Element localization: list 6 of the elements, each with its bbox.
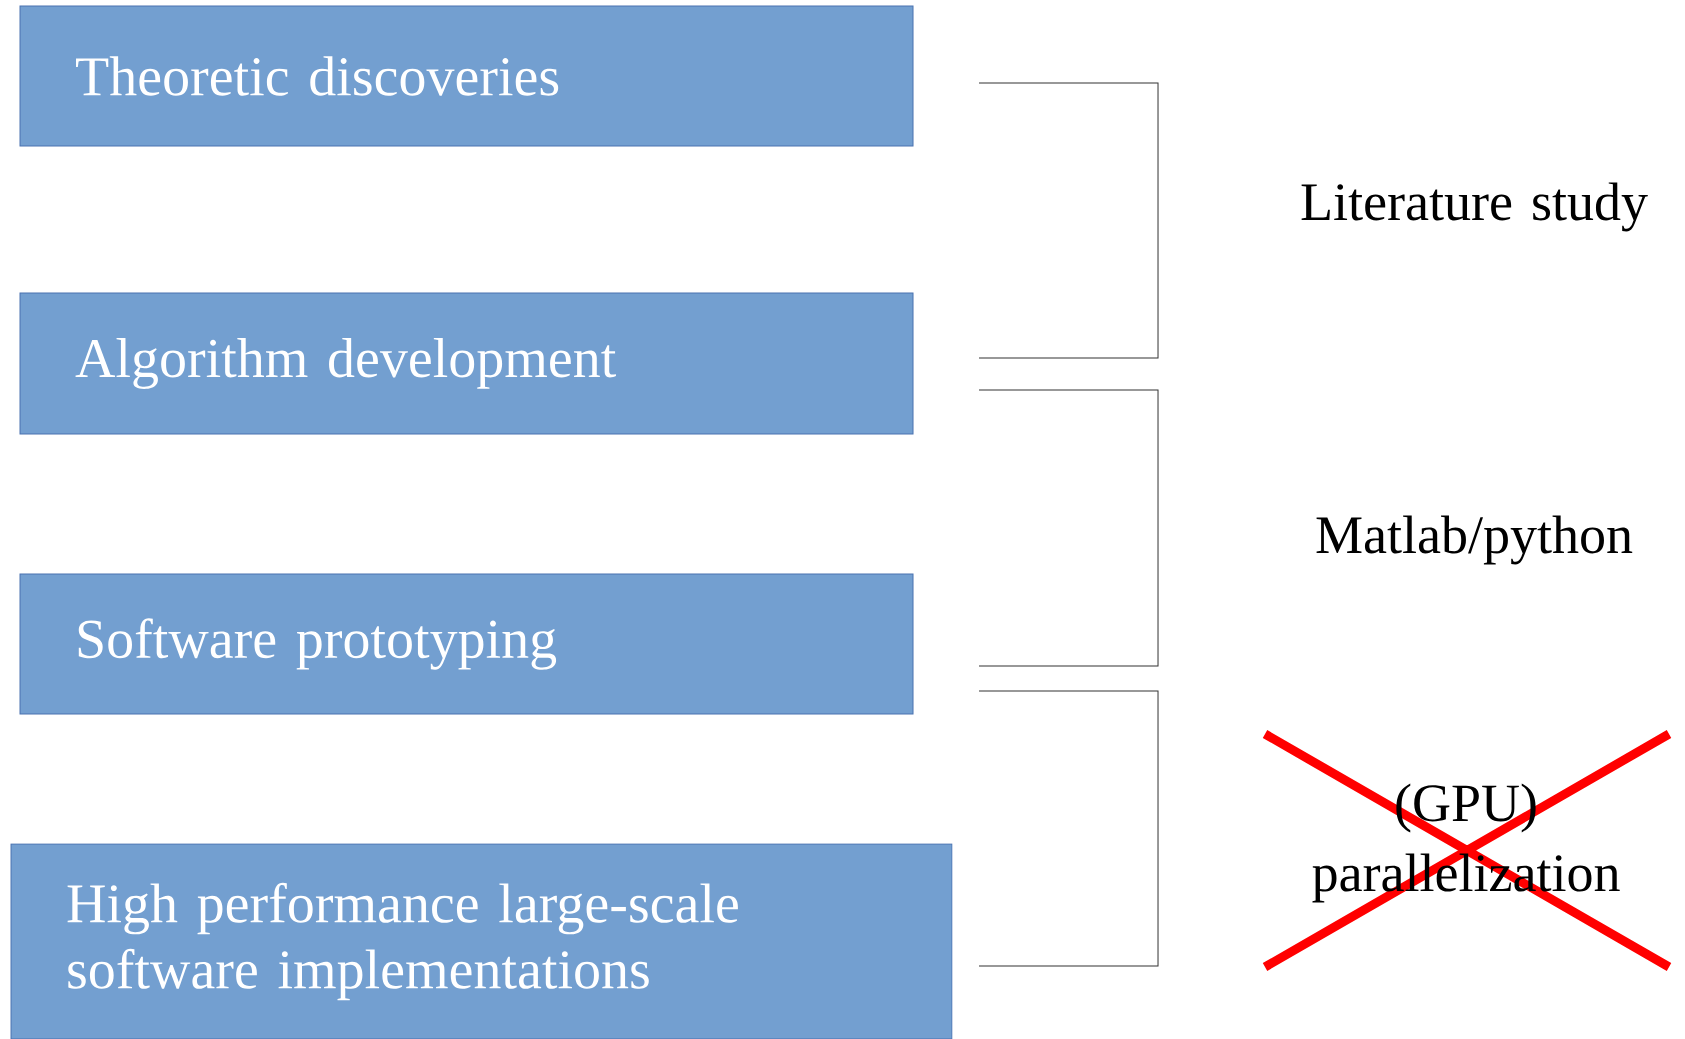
process-box: Software prototyping <box>19 573 914 715</box>
process-box: Algorithm development <box>19 292 914 435</box>
side-label: Literature study <box>1301 182 1648 232</box>
side-label: Matlab/python <box>1316 515 1633 565</box>
process-box: Theoretic discoveries <box>19 5 914 147</box>
process-box: High performance large-scale software implementations <box>10 843 953 1039</box>
